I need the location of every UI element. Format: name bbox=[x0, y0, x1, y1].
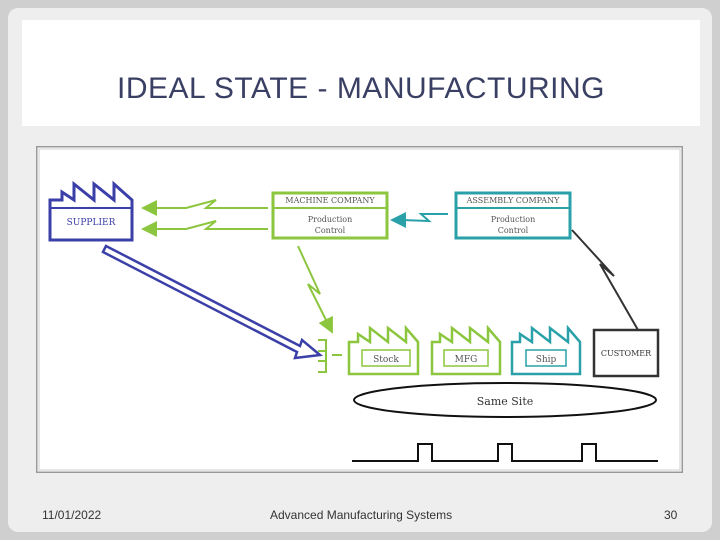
customer-box: CUSTOMER bbox=[592, 328, 660, 378]
value-stream-diagram: SUPPLIER MACHINE COMPANY Production Cont… bbox=[36, 146, 683, 473]
assembly-to-customer-info-flow bbox=[571, 229, 639, 331]
stock-label: Stock bbox=[373, 355, 399, 365]
machine-company-box: MACHINE COMPANY Production Control bbox=[271, 191, 389, 240]
assembly-company-label: ASSEMBLY COMPANY bbox=[466, 196, 560, 205]
footer-date: 11/01/2022 bbox=[42, 508, 102, 522]
supplier-shipment-arrow bbox=[101, 244, 324, 360]
same-site-ellipse: Same Site bbox=[353, 382, 657, 418]
footer-page-number: 30 bbox=[664, 508, 678, 522]
supplier-label: SUPPLIER bbox=[67, 218, 116, 228]
footer-title: Advanced Manufacturing Systems bbox=[270, 508, 453, 522]
machine-production-label: Production bbox=[308, 215, 353, 224]
machine-company-label: MACHINE COMPANY bbox=[285, 196, 375, 205]
stock-factory: Stock bbox=[347, 324, 420, 376]
same-site-label: Same Site bbox=[477, 395, 534, 408]
supplier-factory: SUPPLIER bbox=[48, 180, 134, 242]
machine-control-label: Control bbox=[315, 226, 346, 235]
ship-factory: Ship bbox=[510, 324, 582, 376]
assembly-company-box: ASSEMBLY COMPANY Production Control bbox=[454, 191, 572, 240]
assembly-production-label: Production bbox=[491, 215, 536, 224]
supermarket-icon bbox=[318, 339, 342, 373]
mfg-label: MFG bbox=[455, 355, 478, 365]
assembly-control-label: Control bbox=[498, 226, 529, 235]
production-pulse-timeline bbox=[352, 443, 658, 462]
customer-label: CUSTOMER bbox=[601, 349, 652, 358]
supplier-info-flow bbox=[141, 199, 268, 237]
machine-to-stock-info-flow bbox=[297, 245, 333, 334]
mfg-factory: MFG bbox=[430, 324, 502, 376]
ship-label: Ship bbox=[536, 355, 557, 365]
title-box: IDEAL STATE - MANUFACTURING bbox=[22, 20, 700, 126]
slide-title: IDEAL STATE - MANUFACTURING bbox=[117, 72, 605, 105]
assembly-to-machine-info-flow bbox=[390, 212, 448, 228]
